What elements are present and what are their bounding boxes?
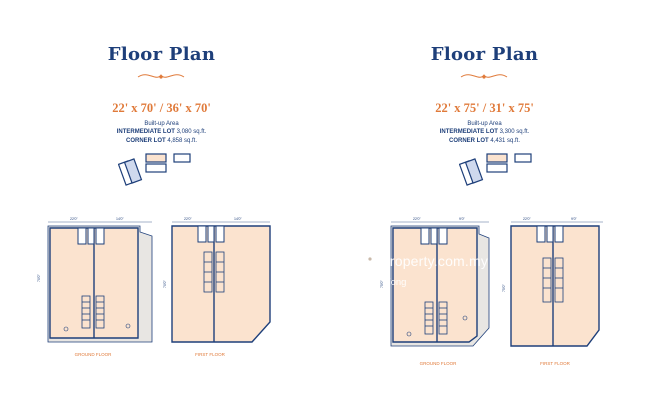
svg-text:22'0": 22'0" (413, 217, 422, 221)
right-ground-floor-plan: 22'0" 9'0" 75'0" (380, 217, 490, 347)
left-floor-plan-panel: Floor Plan 22' x 70' / 36' x 70' Built-u… (0, 44, 323, 357)
left-corner-lot: CORNER LOT 4,858 sq.ft. (0, 138, 323, 144)
svg-text:9'0": 9'0" (571, 217, 578, 221)
right-first-floor-label: FIRST FLOOR (540, 361, 570, 366)
left-flourish-ornament (137, 74, 185, 79)
left-ground-floor-plan: 22'0" 14'0" 70'0" (37, 217, 153, 343)
svg-text:14'0": 14'0" (234, 217, 243, 221)
svg-text:22'0": 22'0" (184, 217, 193, 221)
svg-text:22'0": 22'0" (70, 217, 79, 221)
left-dimensions: 22' x 70' / 36' x 70' (112, 101, 211, 115)
right-flourish-ornament (460, 74, 508, 79)
right-area-label: Built-up Area (467, 121, 502, 127)
right-corner-label: CORNER LOT (448, 138, 489, 144)
watermark-brand: iProperty.com.my (377, 253, 489, 269)
svg-text:9'0": 9'0" (459, 217, 466, 221)
watermark-agent-name: Ivy Wong (367, 277, 407, 288)
left-corner-label: CORNER LOT (125, 138, 166, 144)
right-intermediate-label: INTERMEDIATE LOT (439, 129, 498, 135)
left-title: Floor Plan (107, 44, 216, 65)
svg-text:75'0": 75'0" (502, 283, 506, 292)
left-intermediate-label: INTERMEDIATE LOT (116, 129, 175, 135)
right-floor-plan-panel: Floor Plan 22' x 75' / 31' x 75' Built-u… (323, 0, 646, 407)
right-ground-floor-label: GROUND FLOOR (419, 361, 457, 366)
left-corner-value: 4,858 sq.ft. (167, 138, 198, 144)
left-intermediate-value: 3,080 sq.ft. (176, 129, 207, 135)
right-corner-lot: CORNER LOT 4,431 sq.ft. (323, 138, 646, 144)
right-title: Floor Plan (430, 44, 539, 65)
svg-text:22'0": 22'0" (523, 217, 532, 221)
right-corner-value: 4,431 sq.ft. (490, 138, 521, 144)
right-lot-layout-icon (459, 153, 532, 186)
right-dimensions: 22' x 75' / 31' x 75' (435, 101, 534, 115)
right-intermediate-value: 3,300 sq.ft. (499, 129, 530, 135)
left-area-label: Built-up Area (144, 121, 179, 127)
left-intermediate-lot: INTERMEDIATE LOT 3,080 sq.ft. (0, 129, 323, 135)
svg-text:75'0": 75'0" (380, 279, 384, 288)
right-intermediate-lot: INTERMEDIATE LOT 3,300 sq.ft. (323, 129, 646, 135)
left-lot-layout-icon (118, 153, 191, 186)
svg-text:70'0": 70'0" (163, 279, 167, 288)
location-pin-icon (366, 255, 374, 267)
left-first-floor-label: FIRST FLOOR (195, 352, 225, 357)
svg-text:14'0": 14'0" (116, 217, 125, 221)
left-ground-floor-label: GROUND FLOOR (74, 352, 112, 357)
left-first-floor-plan: 22'0" 14'0" 70'0" (163, 217, 271, 343)
svg-text:70'0": 70'0" (37, 273, 41, 282)
right-first-floor-plan: 22'0" 9'0" 75'0" (502, 217, 603, 347)
